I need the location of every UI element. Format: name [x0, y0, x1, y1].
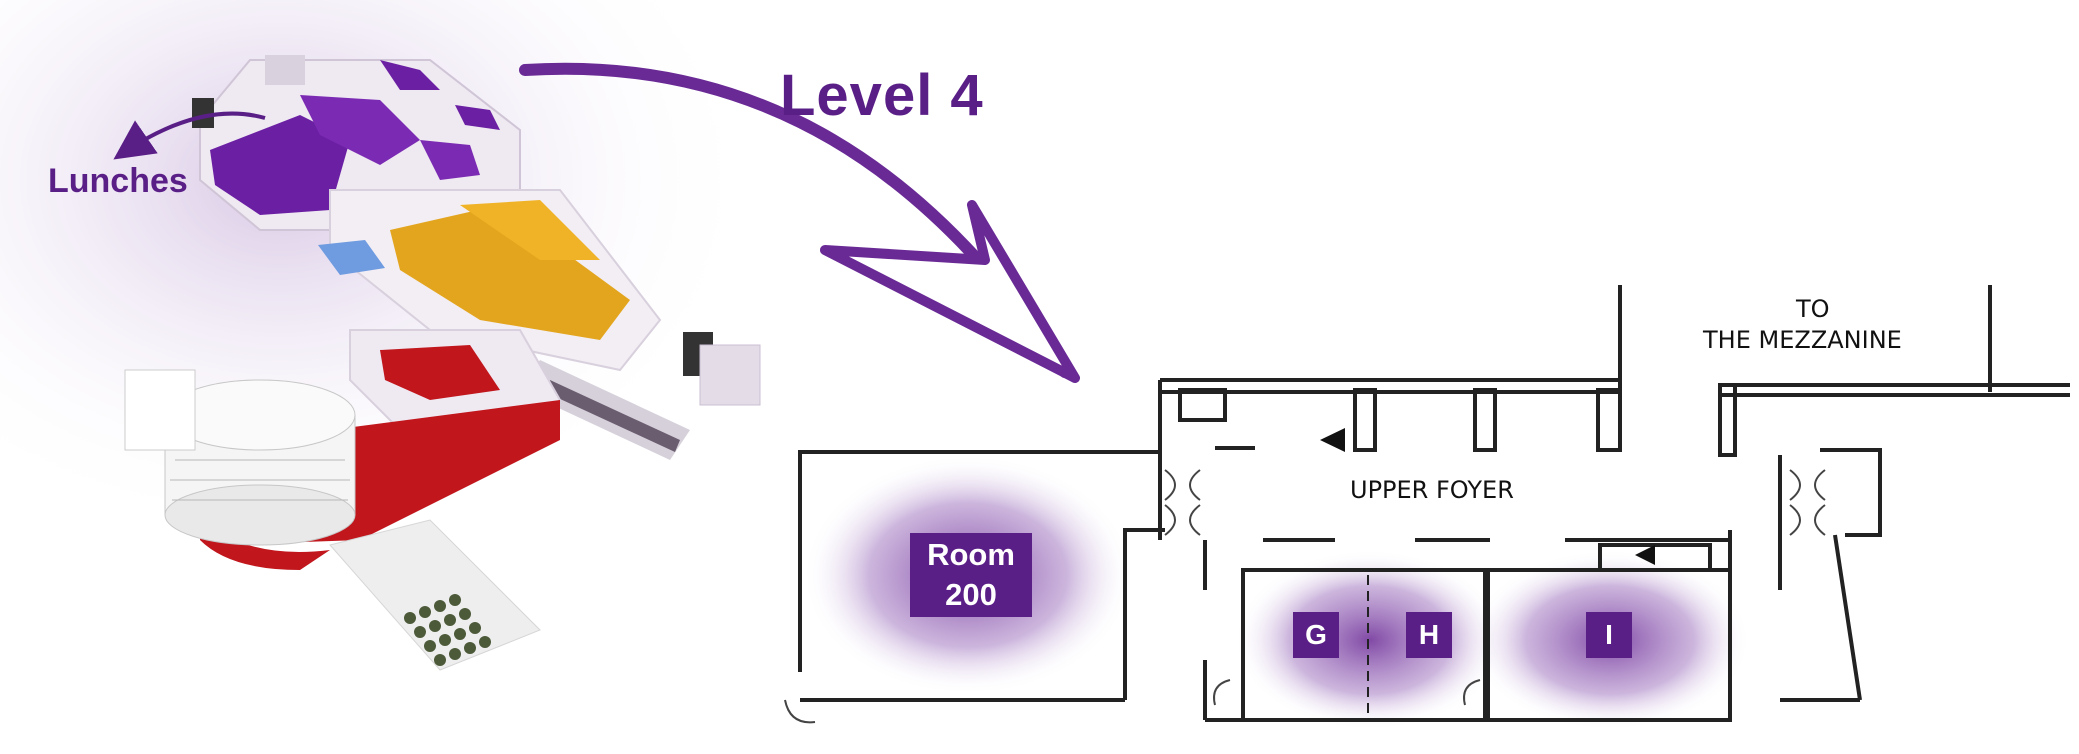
upper-foyer-label: UPPER FOYER — [1350, 476, 1514, 504]
lunch-area-purple-3 — [420, 140, 480, 180]
side-block — [699, 344, 761, 406]
gold-area-2 — [460, 200, 600, 260]
door-swings — [784, 469, 1826, 724]
plaza — [329, 519, 541, 671]
gold-area — [390, 205, 630, 340]
room-gh-glow — [1235, 550, 1505, 730]
rotunda-base — [164, 484, 356, 546]
room-i-badge[interactable]: I — [1586, 612, 1632, 658]
blue-area — [318, 240, 385, 275]
mezzanine-label-line1: TO — [1796, 295, 1830, 323]
plan-walls — [798, 285, 2070, 722]
rotunda-glass — [170, 459, 350, 501]
stair-arrow-icon — [1320, 428, 1345, 452]
rotunda-tower — [124, 369, 196, 451]
red-area-3 — [200, 520, 330, 570]
room-h-badge[interactable]: H — [1406, 612, 1452, 658]
room-200-number: 200 — [945, 577, 997, 612]
stair-arrow-icon-2 — [1635, 545, 1655, 565]
trees — [404, 594, 491, 666]
level-pointer-arrow — [519, 62, 1080, 383]
lunches-label: Lunches — [48, 162, 188, 200]
corridor-dark — [545, 380, 680, 452]
lunches-arrow — [113, 111, 266, 160]
level-title: Level 4 — [780, 63, 984, 128]
mezzanine-label-line2: THE MEZZANINE — [1703, 326, 1902, 354]
dark-panel — [192, 98, 214, 128]
room-200-badge[interactable]: Room 200 — [910, 533, 1032, 617]
lunch-area-purple-5 — [455, 105, 500, 130]
lunch-area-purple-2 — [300, 95, 420, 165]
room-g-badge[interactable]: G — [1293, 612, 1339, 658]
isometric-building — [113, 55, 761, 671]
red-area-1 — [380, 345, 500, 400]
room-200-label: Room — [927, 537, 1015, 572]
lunch-area-purple-4 — [380, 60, 440, 90]
lunch-area-purple — [210, 115, 350, 215]
upper-wall — [265, 55, 305, 85]
